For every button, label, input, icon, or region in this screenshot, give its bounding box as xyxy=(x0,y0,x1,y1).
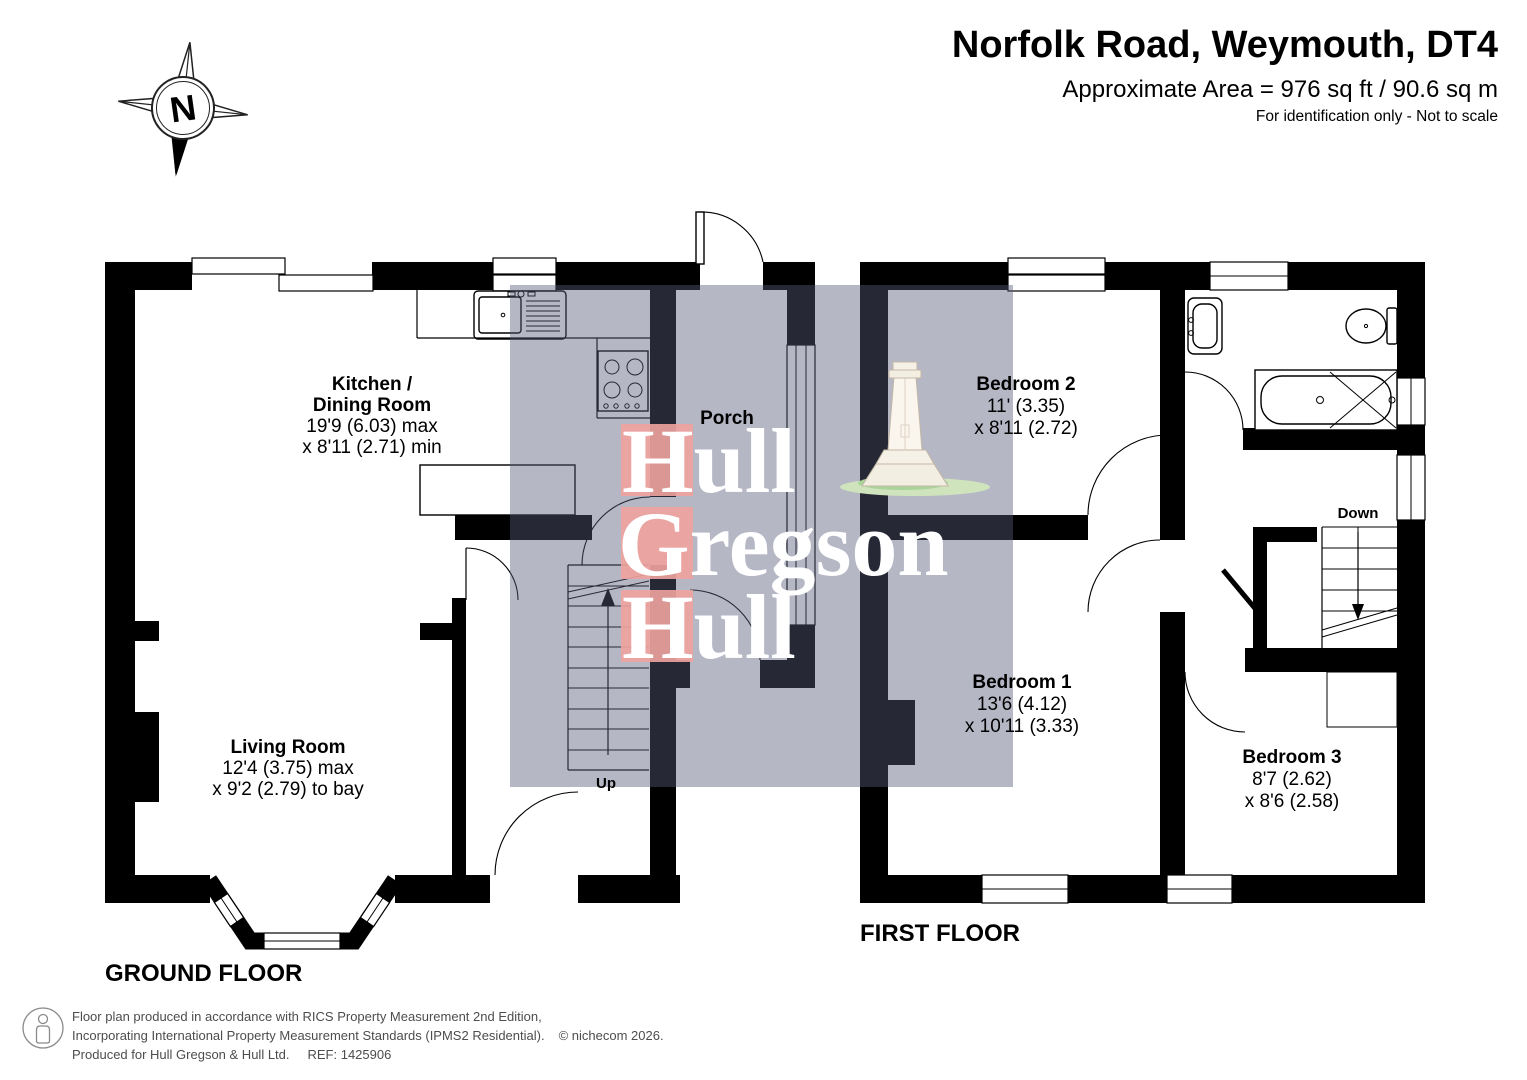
bed1-door-arc xyxy=(1087,539,1161,613)
kitchen-unit xyxy=(419,464,576,516)
footer-line1: Floor plan produced in accordance with R… xyxy=(72,1009,542,1024)
bay-window xyxy=(201,875,403,950)
footer-line2: Incorporating International Property Mea… xyxy=(72,1028,664,1043)
page-title: Norfolk Road, Weymouth, DT4 xyxy=(952,24,1498,66)
bed2-door-arc xyxy=(1087,434,1169,516)
bed2-window xyxy=(1007,257,1106,275)
ground-floor-plan xyxy=(105,211,816,950)
front-door-arc xyxy=(699,211,764,263)
gf-windows xyxy=(191,257,816,626)
lighthouse-icon xyxy=(840,361,990,496)
bedroom3-label: Bedroom 3 xyxy=(1242,747,1341,768)
gf-window-top-3 xyxy=(492,257,557,275)
bedroom2-label: Bedroom 2 xyxy=(976,374,1075,395)
footer-ref: REF: 1425906 xyxy=(308,1047,392,1062)
gf-walls xyxy=(105,262,815,903)
up-label: Up xyxy=(596,775,616,792)
approximate-area: Approximate Area = 976 sq ft / 90.6 sq m xyxy=(1062,76,1498,103)
gf-window-top-2 xyxy=(278,274,374,292)
ground-floor-title: GROUND FLOOR xyxy=(105,960,302,987)
bathroom-door-arc xyxy=(1184,371,1244,431)
watermark-overlay xyxy=(510,285,1013,787)
first-floor-title: FIRST FLOOR xyxy=(860,920,1020,947)
bedroom1-label: Bedroom 1 xyxy=(972,672,1072,693)
ff-windows xyxy=(981,257,1426,904)
porch-kitchen-door-arc xyxy=(581,496,651,566)
first-floor-plan xyxy=(860,257,1426,904)
bath-icon xyxy=(1254,369,1398,431)
living-room-label: Living Room xyxy=(230,737,345,758)
footer-line3: Produced for Hull Gregson & Hull Ltd. REF… xyxy=(72,1047,391,1062)
gf-doors xyxy=(465,211,764,876)
porch-window xyxy=(786,344,816,626)
ff-walls xyxy=(860,262,1425,903)
kitchen-counter xyxy=(416,290,650,516)
ff-stairs xyxy=(1321,526,1398,648)
bathroom-basin-icon xyxy=(1187,297,1223,355)
gf-window-top-1 xyxy=(191,257,286,275)
scale-note: For identification only - Not to scale xyxy=(1256,108,1498,125)
porch-inner-door-arc xyxy=(689,589,761,661)
header: Norfolk Road, Weymouth, DT4 Approximate … xyxy=(952,24,1498,125)
porch-label: Porch xyxy=(700,408,754,429)
kitchen-dim-line1: 19'9 (6.03) max xyxy=(306,416,438,437)
footer-line2-text: Incorporating International Property Mea… xyxy=(72,1028,545,1043)
compass-icon: N xyxy=(118,42,248,177)
footer: Floor plan produced in accordance with R… xyxy=(22,1007,664,1062)
living-room-dim1: 12'4 (3.75) max xyxy=(222,758,354,779)
kitchen-label-line1: Kitchen / xyxy=(332,374,413,395)
toilet-icon xyxy=(1345,307,1398,345)
bedroom3-dim1: 8'7 (2.62) xyxy=(1252,769,1332,790)
footer-copyright: © nichecom 2026. xyxy=(559,1028,664,1043)
cupboard-door-leaf xyxy=(1221,568,1265,620)
bedroom1-dim2: x 10'11 (3.33) xyxy=(965,716,1079,737)
watermark-line2: Gregson xyxy=(618,493,949,595)
bedroom1-dim1: 13'6 (4.12) xyxy=(977,694,1067,715)
person-icon xyxy=(22,1007,64,1049)
watermark-line3: Hull xyxy=(622,576,796,678)
room-labels: Kitchen / Dining Room 19'9 (6.03) max x … xyxy=(105,374,1378,987)
watermark-line1: Hull xyxy=(622,410,796,512)
bedroom3-dim2: x 8'6 (2.58) xyxy=(1245,791,1339,812)
footer-line3-text: Produced for Hull Gregson & Hull Ltd. xyxy=(72,1047,290,1062)
kitchen-sink-icon xyxy=(473,290,567,340)
ff-doors xyxy=(1087,371,1265,733)
kitchen-label-line2: Dining Room xyxy=(313,395,431,416)
rear-door-arc xyxy=(494,791,579,876)
bedroom2-dim2: x 8'11 (2.72) xyxy=(974,418,1078,439)
hob-icon xyxy=(597,350,649,412)
front-door-leaf xyxy=(695,211,705,265)
kitchen-dim-line2: x 8'11 (2.71) min xyxy=(302,437,442,458)
down-label: Down xyxy=(1338,505,1379,522)
bed3-door-arc xyxy=(1184,671,1246,733)
living-door-arc xyxy=(465,547,519,601)
bed2-window-b xyxy=(1007,274,1106,292)
compass-north-label: N xyxy=(167,86,198,130)
bed3-bulkhead xyxy=(1326,671,1398,728)
living-room-dim2: x 9'2 (2.79) to bay xyxy=(212,779,364,800)
bedroom2-dim1: 11' (3.35) xyxy=(987,396,1065,417)
watermark: Hull Gregson Hull xyxy=(510,285,1013,787)
